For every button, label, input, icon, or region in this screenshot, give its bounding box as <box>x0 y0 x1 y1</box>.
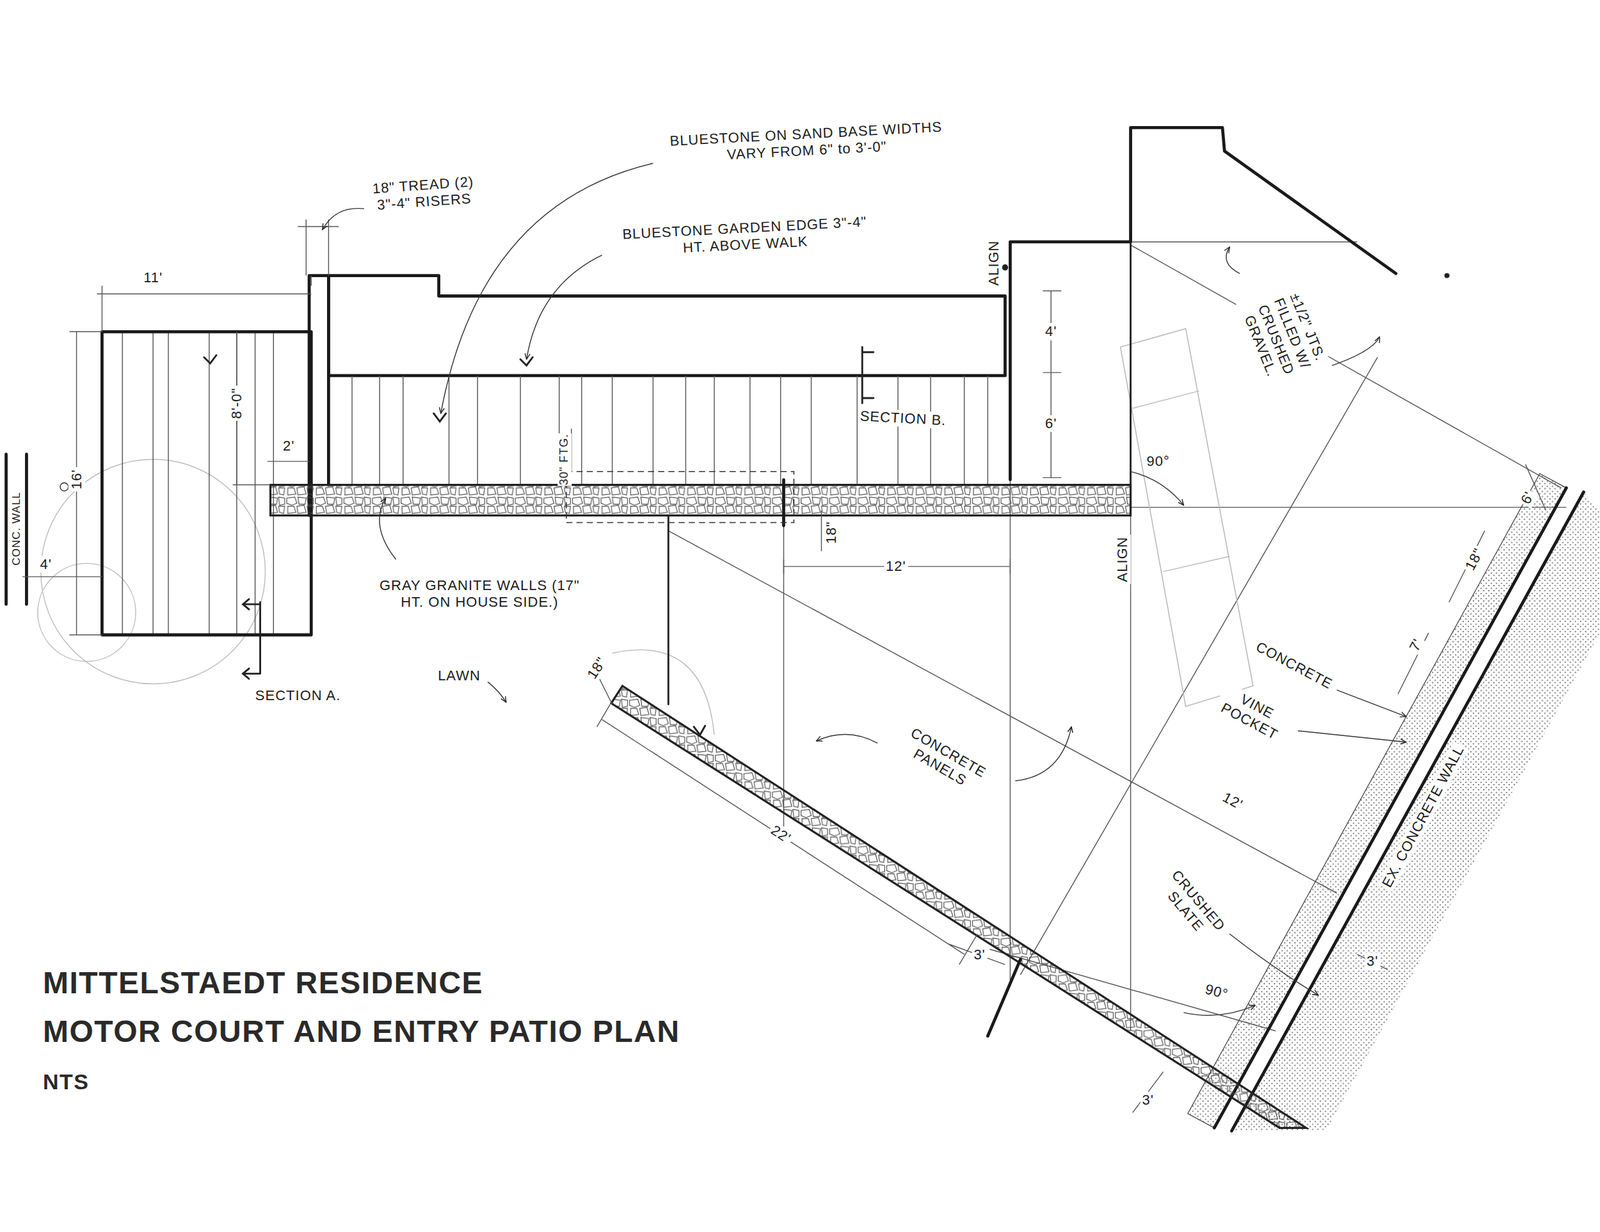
footing-outline <box>566 471 795 523</box>
align-dot <box>1002 264 1009 271</box>
note-label: LAWN <box>435 666 483 684</box>
dimension-label: 6' <box>1043 414 1059 432</box>
garden-bed <box>328 275 1005 376</box>
note-label: EX. CONCRETE WALL <box>1377 741 1469 893</box>
wall-end <box>987 959 1021 1037</box>
note-label: SECTION A. <box>253 687 343 704</box>
dimension-label: 12' <box>1217 787 1248 815</box>
note-label: ALIGN <box>985 238 1003 288</box>
leader-line <box>1336 689 1407 717</box>
car-outline <box>1132 391 1230 572</box>
slope-arrow <box>204 355 706 735</box>
note-label: ±1/2" JTS. FILLED W/ CRUSHED GRAVEL. <box>1234 279 1334 394</box>
step-tread <box>309 275 329 516</box>
leader-line <box>816 734 879 744</box>
dimension-label: 12' <box>883 558 909 575</box>
dimension-line <box>22 219 1546 1113</box>
note-label: VINE POCKET <box>1211 681 1295 747</box>
wall-joint <box>782 480 786 527</box>
dimension-label: 16' <box>67 467 85 493</box>
dimension-label: 3' <box>1364 952 1380 970</box>
dimension-label: 2' <box>280 437 297 454</box>
align-dot <box>1444 273 1450 279</box>
post-symbol <box>60 482 69 491</box>
leader-line <box>1326 336 1380 368</box>
leader-lines <box>322 163 1407 1016</box>
dimension-label: 3' <box>971 946 987 964</box>
dimension-label: 8'-0" <box>228 385 246 421</box>
dimension-label: 22' <box>766 821 796 849</box>
leader-line <box>379 497 397 560</box>
existing-concrete-wall <box>1214 487 1584 1131</box>
dimension-label: 7' <box>1405 634 1428 656</box>
granite-wall <box>270 485 1131 516</box>
dimension-label: 11' <box>141 268 165 286</box>
dimension-label: 18" <box>582 652 612 685</box>
note-label: SECTION B. <box>857 407 949 430</box>
note-label: GRAY GRANITE WALLS (17" HT. ON HOUSE SID… <box>375 577 584 612</box>
note-label: CONCRETE PANELS <box>889 719 998 802</box>
dimension-label: 6' <box>1516 487 1539 509</box>
note-label: BLUESTONE GARDEN EDGE 3"-4" HT. ABOVE WA… <box>619 213 870 260</box>
house-outline <box>1009 127 1396 480</box>
granite-wall <box>611 686 1307 1129</box>
leader-line <box>1297 730 1407 743</box>
leader-line <box>1229 933 1319 996</box>
bluestone-joints <box>352 375 988 486</box>
paving-joints <box>122 331 274 635</box>
house-outline <box>1129 241 1132 511</box>
dimension-label: 4' <box>37 555 54 573</box>
dimension-label: 90° <box>1201 979 1232 1003</box>
dimension-label: 4' <box>1043 323 1059 340</box>
leader-line <box>1015 727 1072 782</box>
dimension-label: 30" FTG. <box>557 432 572 486</box>
swing-arc <box>37 563 136 662</box>
concrete-wall <box>6 454 27 605</box>
angle-arc <box>1183 1005 1256 1016</box>
dimension-label: 18" <box>823 519 840 546</box>
leader-line <box>322 208 368 230</box>
note-label: CRUSHED SLATE <box>1151 862 1233 951</box>
drawing-subtitle: MOTOR COURT AND ENTRY PATIO PLAN <box>42 1015 681 1049</box>
court-edge <box>667 515 670 704</box>
note-label: 18" TREAD (2) 3"-4" RISERS <box>362 172 486 216</box>
leader-line <box>526 255 603 360</box>
dimension-label: 3' <box>1139 1091 1156 1109</box>
angle-arc <box>1130 471 1184 506</box>
existing-wall-band <box>1231 492 1600 1131</box>
leader-line <box>1226 247 1240 274</box>
leader-line <box>487 681 507 703</box>
dimension-label: 18" <box>1461 543 1489 575</box>
note-label: ALIGN <box>1114 534 1131 584</box>
car-outline <box>1120 328 1254 707</box>
note-label: CONC. WALL <box>9 490 23 566</box>
scale-note: NTS <box>42 1070 90 1094</box>
section-marker <box>242 346 873 679</box>
note-label: BLUESTONE ON SAND BASE WIDTHS VARY FROM … <box>656 118 957 168</box>
dimension-label: 90° <box>1144 452 1172 470</box>
drawing-title: MITTELSTAEDT RESIDENCE <box>42 966 484 1001</box>
entry-terrace <box>101 331 312 635</box>
note-label: CONCRETE <box>1251 637 1337 694</box>
